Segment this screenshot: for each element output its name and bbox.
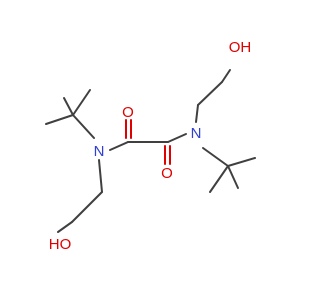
bond-right-tbu-me3 xyxy=(227,165,239,189)
bond-right-c-n xyxy=(167,133,187,143)
carbonyl-bonds xyxy=(125,119,171,165)
bond-left-c-n xyxy=(109,141,129,151)
bond-left-tbu-me3 xyxy=(63,97,74,116)
bond-left-ch2-ch2 xyxy=(71,191,103,223)
bond-right-tbu-me2 xyxy=(209,165,229,193)
bond-left-n-tbu xyxy=(72,114,95,139)
atom-o-bottom: O xyxy=(161,165,173,182)
bond-right-ch2-ch2 xyxy=(197,81,223,106)
bond-right-n-ch2 xyxy=(195,104,199,123)
bond-left-tbu-me2 xyxy=(72,89,91,116)
atom-n-left: N xyxy=(94,143,105,160)
bond-left-n-ch2 xyxy=(98,159,103,193)
bond-right-n-tbu xyxy=(202,147,229,167)
bond-right-tbu-me1 xyxy=(227,157,256,167)
bond-right-ch2-o xyxy=(221,69,231,83)
molecule-structure: O O N N OH HO xyxy=(45,39,256,253)
carbon-bonds xyxy=(45,69,256,233)
atom-o-top: O xyxy=(122,104,134,121)
atom-n-right: N xyxy=(191,125,202,142)
bond-left-ch2-o xyxy=(57,221,73,233)
atom-oh-top: OH xyxy=(229,39,252,56)
atom-ho-bottom: HO xyxy=(49,236,72,253)
bond-left-tbu-me1 xyxy=(45,114,74,125)
